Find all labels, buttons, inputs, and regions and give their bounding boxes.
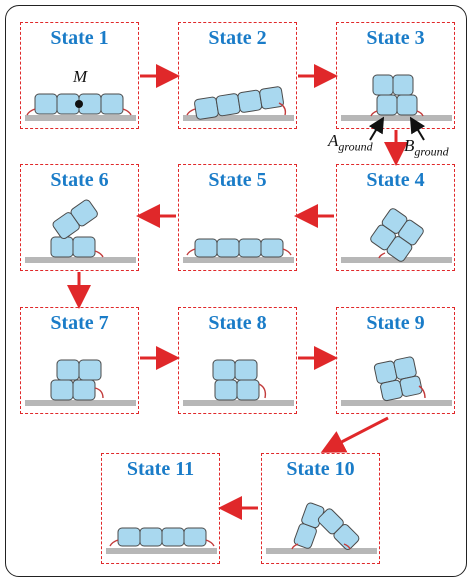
panel-state-9: State 9 bbox=[336, 307, 455, 414]
panel-title: State 7 bbox=[50, 312, 109, 334]
panel-title: State 6 bbox=[50, 169, 109, 191]
panel-state-2: State 2 bbox=[178, 22, 297, 129]
state-3-illustration bbox=[341, 74, 452, 121]
pointer-a-ground bbox=[368, 116, 385, 141]
state-4-illustration bbox=[341, 208, 452, 263]
mass-label: M bbox=[73, 67, 88, 86]
arrow-9-to-10 bbox=[320, 416, 389, 453]
panel-state-6: State 6 bbox=[20, 164, 139, 271]
panel-state-4: State 4 bbox=[336, 164, 455, 271]
state-6-illustration bbox=[25, 199, 136, 263]
state-10-illustration bbox=[266, 502, 377, 554]
panel-title: State 3 bbox=[366, 27, 425, 49]
panel-title: State 2 bbox=[208, 27, 267, 49]
panel-title: State 4 bbox=[366, 169, 425, 191]
panel-title: State 1 bbox=[50, 27, 109, 49]
state-11-illustration bbox=[106, 527, 217, 554]
state-7-illustration bbox=[25, 359, 136, 406]
panel-title: State 10 bbox=[286, 458, 355, 480]
panel-state-8: State 8 bbox=[178, 307, 297, 414]
a-ground-label: Aground bbox=[328, 131, 373, 154]
panel-state-3: State 3 bbox=[336, 22, 455, 129]
pointer-b-ground bbox=[409, 116, 426, 141]
panel-state-7: State 7 bbox=[20, 307, 139, 414]
panel-title: State 9 bbox=[366, 312, 425, 334]
state-1-illustration bbox=[25, 93, 136, 121]
panel-title: State 8 bbox=[208, 312, 267, 334]
figure-frame bbox=[5, 5, 467, 577]
panel-state-11: State 11 bbox=[101, 453, 220, 564]
state-9-illustration bbox=[341, 356, 452, 406]
b-ground-label: Bground bbox=[404, 136, 449, 159]
panel-title: State 11 bbox=[126, 458, 195, 480]
state-5-illustration bbox=[183, 238, 294, 263]
state-2-illustration bbox=[183, 86, 294, 121]
state-8-illustration bbox=[183, 359, 294, 406]
panel-state-1: State 1 M bbox=[20, 22, 139, 129]
panel-title: State 5 bbox=[208, 169, 267, 191]
panel-state-5: State 5 bbox=[178, 164, 297, 271]
panel-state-10: State 10 bbox=[261, 453, 380, 564]
